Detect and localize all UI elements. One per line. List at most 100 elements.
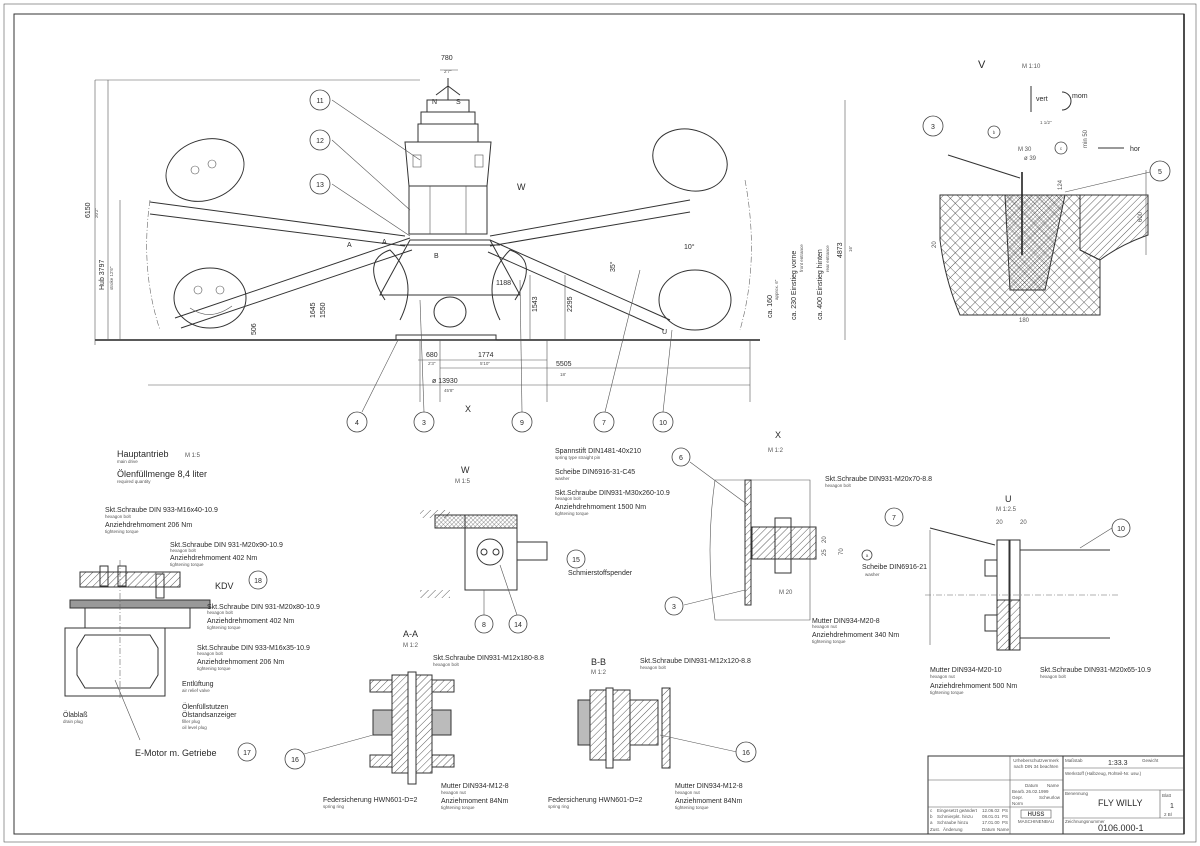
filler-label: Ölenfüllstutzen xyxy=(182,703,228,711)
balloon-11: 11 xyxy=(309,89,421,161)
view-marker-w: W xyxy=(517,182,526,192)
svg-text:Anziehmoment 84Nm: Anziehmoment 84Nm xyxy=(675,798,742,805)
svg-text:PS: PS xyxy=(1002,814,1008,819)
svg-text:a: a xyxy=(930,820,933,825)
svg-text:PS: PS xyxy=(1002,820,1008,825)
svg-text:hexagon bolt: hexagon bolt xyxy=(105,514,132,519)
dim-180: 180 xyxy=(1019,318,1030,324)
drawn-date: 26.02.1999 xyxy=(1026,789,1049,794)
svg-text:20: 20 xyxy=(996,520,1003,526)
svg-text:Datum: Datum xyxy=(1025,783,1039,788)
dim-top-width: 780 xyxy=(441,55,453,62)
copyright-note: Urheberschutzvermerk nach DIN 34 beachte… xyxy=(1013,758,1059,769)
svg-text:M 1:2: M 1:2 xyxy=(591,670,607,676)
svg-text:c: c xyxy=(930,808,933,813)
company-logo: HUSS xyxy=(1028,812,1045,818)
svg-text:3: 3 xyxy=(931,124,935,131)
balloon-9: 9 xyxy=(511,279,533,433)
detail-v-scale: M 1:10 xyxy=(1022,64,1041,70)
title-block: Urheberschutzvermerk nach DIN 34 beachte… xyxy=(927,755,1185,835)
svg-text:main drive: main drive xyxy=(117,459,138,464)
svg-text:17: 17 xyxy=(243,750,251,757)
dim-min50: min 50 xyxy=(1083,129,1089,148)
balloon-7: 7 xyxy=(593,269,641,433)
bb-ring: Federsicherung HWN601-D=2 xyxy=(548,797,642,804)
svg-text:hexagon bolt: hexagon bolt xyxy=(640,665,667,670)
dim-1774: 1774 xyxy=(478,352,494,359)
dim-2295: 2295 xyxy=(567,296,574,312)
svg-text:tightening torque: tightening torque xyxy=(441,805,475,810)
svg-text:spring ring: spring ring xyxy=(323,804,345,809)
svg-text:hexagon bolt: hexagon bolt xyxy=(433,662,460,667)
balloon-3-v: 3 xyxy=(922,115,944,137)
bolt-3-name: Skt.Schraube DIN 931-M20x80-10.9 xyxy=(207,604,320,611)
main-drive-detail: Hauptantrieb main drive M 1:5 Ölenfüllme… xyxy=(63,449,320,762)
oil-quantity: Ölenfüllmenge 8,4 liter xyxy=(117,469,207,479)
svg-text:Anziehdrehmoment 340 Nm: Anziehdrehmoment 340 Nm xyxy=(812,632,899,639)
svg-text:2 Bl: 2 Bl xyxy=(1164,812,1172,817)
svg-text:Maßstab: Maßstab xyxy=(1065,758,1083,763)
view-marker-u: U xyxy=(662,329,667,336)
u-bolt: Skt.Schraube DIN931-M20x65-10.9 xyxy=(1040,667,1151,674)
detail-v-title: V xyxy=(978,59,986,71)
svg-text:12.06.02: 12.06.02 xyxy=(982,808,1000,813)
bolt-1-name: Skt.Schraube DIN 933-M16x40-10.9 xyxy=(105,507,218,514)
section-a-a: A-A M 1:2 Skt.Schraube DIN931-M12x180-8.… xyxy=(284,629,544,810)
detail-v-note: 1 1/2" xyxy=(1040,120,1052,125)
dim-diameter: ø 13930 xyxy=(432,378,458,385)
revision-table: c Eingesetzt geändert 12.06.02 PS b Schm… xyxy=(930,808,1010,832)
balloon-5-v: 5 xyxy=(1064,160,1171,193)
dim-5505-ft: 18' xyxy=(560,372,566,377)
svg-text:16: 16 xyxy=(291,757,299,764)
section-bb-title: B-B xyxy=(591,657,606,667)
x-nut: Mutter DIN934-M20-8 xyxy=(812,618,880,625)
svg-text:Werkstoff (Halbzeug, Rohteil-N: Werkstoff (Halbzeug, Rohteil-Nr. usw.) xyxy=(1065,771,1142,776)
svg-text:18: 18 xyxy=(254,578,262,585)
balloon-10: 10 xyxy=(652,329,674,433)
detail-x: X M 1:2 Skt.Schraube DIN931-M20x70-8.8 h… xyxy=(664,430,932,644)
balloon-18: 18 xyxy=(248,570,268,590)
load-hor-label: hor xyxy=(1130,146,1141,153)
dim-ca400-en: rear entrance xyxy=(825,245,830,272)
svg-text:hexagon nut: hexagon nut xyxy=(441,790,467,795)
svg-text:hexagon bolt: hexagon bolt xyxy=(170,548,197,553)
section-marker-a1: A xyxy=(347,242,352,249)
svg-text:Norm: Norm xyxy=(1012,801,1023,806)
lighthouse-tower xyxy=(404,78,492,235)
svg-text:drain plug: drain plug xyxy=(63,719,83,724)
dim-stroke: Hub 3797 xyxy=(99,260,106,290)
dim-ca230-en: front entrance xyxy=(799,244,804,272)
svg-text:Zeichnungsnummer: Zeichnungsnummer xyxy=(1065,819,1105,824)
balloon-3: 3 xyxy=(413,299,435,433)
svg-text:Anziehdrehmoment 206 Nm: Anziehdrehmoment 206 Nm xyxy=(105,522,192,529)
svg-text:hexagon bolt: hexagon bolt xyxy=(1040,674,1067,679)
svg-text:10: 10 xyxy=(1117,526,1125,533)
svg-text:Blatt: Blatt xyxy=(1162,793,1172,798)
svg-text:14: 14 xyxy=(514,622,522,629)
sheet-number: 1 xyxy=(1170,803,1174,810)
balloon-7-u: 7 xyxy=(884,507,904,527)
dim-top-width-ft: 2'7" xyxy=(444,69,452,74)
section-aa-title: A-A xyxy=(403,629,418,639)
svg-text:M 1:2: M 1:2 xyxy=(403,643,419,649)
svg-text:spring type straight pin: spring type straight pin xyxy=(555,455,601,460)
section-marker-a2: A xyxy=(382,239,387,246)
dim-1188: 1188 xyxy=(496,280,511,287)
svg-text:tightening torque: tightening torque xyxy=(170,562,204,567)
main-drive-title: Hauptantrieb xyxy=(117,449,169,459)
balloon-10-u: 10 xyxy=(1079,518,1131,549)
w-washer: Scheibe DIN6916-31-C45 xyxy=(555,469,635,476)
svg-text:air relief valve: air relief valve xyxy=(182,688,210,693)
motor-label: E-Motor m. Getriebe xyxy=(135,748,217,758)
dim-total-height: 6150 xyxy=(85,202,92,218)
svg-text:hexagon bolt: hexagon bolt xyxy=(207,610,234,615)
svg-text:tightening torque: tightening torque xyxy=(675,805,709,810)
aa-nut: Mutter DIN934-M12-8 xyxy=(441,783,509,790)
kdv-label: KDV xyxy=(215,581,234,591)
dim-ca160: ca. 160 xyxy=(767,295,774,318)
svg-text:3: 3 xyxy=(672,604,676,611)
section-b-b: B-B M 1:2 Skt.Schraube DIN931-M12x120-8.… xyxy=(548,657,757,810)
svg-text:Anziehmoment 84Nm: Anziehmoment 84Nm xyxy=(441,798,508,805)
dim-ca230: ca. 230 Einstieg vorne xyxy=(791,251,798,320)
